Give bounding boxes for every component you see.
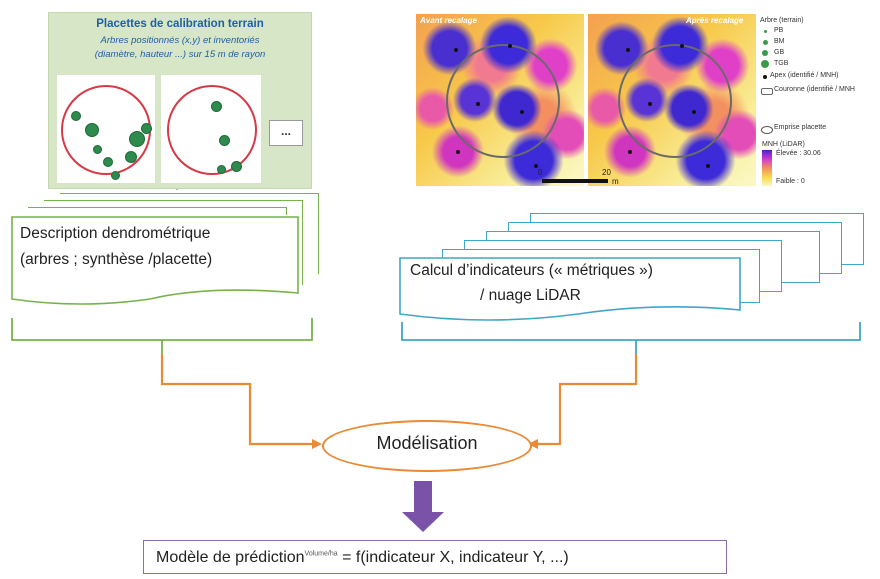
calibration-subtitle-line2: (diamètre, hauteur ...) sur 15 m de rayo…	[94, 49, 266, 60]
right-connector	[536, 354, 638, 446]
legend-footprint: Emprise placette	[774, 124, 827, 131]
prediction-prefix: Modèle de prédiction	[156, 549, 305, 566]
legend-low: Faible : 0	[776, 178, 805, 185]
legend-pb: PB	[774, 27, 784, 34]
prediction-equation: = f(indicateur X, indicateur Y, ...)	[337, 549, 569, 566]
calibration-panel: Placettes de calibration terrain Arbres …	[48, 12, 312, 189]
lidar-line2: / nuage LiDAR	[480, 287, 581, 304]
map-before-label: Avant recalage	[420, 16, 477, 25]
legend-apex: Apex (identifié / MNH)	[770, 72, 839, 79]
scale-bar	[542, 179, 608, 183]
legend-color-ramp	[762, 150, 772, 186]
scale-zero: 0	[538, 168, 543, 177]
legend-gb: GB	[774, 49, 785, 56]
legend-bm: BM	[774, 38, 785, 45]
lidar-bracket	[401, 322, 861, 341]
lidar-map-panel: Avant recalage Après recalage 0 20 m Arb…	[416, 14, 878, 188]
legend-high: Élevée : 30.06	[776, 150, 821, 157]
calibration-subtitle-line1: Arbres positionnés (x,y) et inventoriés	[100, 35, 260, 46]
lidar-sheet-front: Calcul d’indicateurs (« métriques ») / n…	[398, 256, 744, 324]
legend-tgb: TGB	[774, 60, 789, 67]
legend-title: Arbre (terrain)	[760, 17, 804, 24]
lidar-line1: Calcul d’indicateurs (« métriques »)	[410, 262, 653, 279]
left-arrowhead	[312, 439, 322, 449]
modelisation-label: Modélisation	[376, 433, 478, 453]
scale-twenty: 20	[602, 168, 611, 177]
legend-mnh: MNH (LiDAR)	[762, 141, 805, 148]
dendro-line1: Description dendrométrique	[20, 225, 211, 242]
dendro-bracket	[11, 318, 313, 341]
scale-unit: m	[612, 177, 619, 186]
map-before: Avant recalage	[416, 14, 584, 186]
down-arrow	[402, 481, 444, 532]
dendro-sheet-front: Description dendrométrique (arbres ; syn…	[10, 215, 300, 305]
left-connector	[160, 354, 314, 446]
calibration-title: Placettes de calibration terrain	[96, 18, 264, 30]
prediction-superscript: Volume/ha	[304, 550, 338, 558]
prediction-formula: Modèle de prédictionVolume/ha = f(indica…	[156, 549, 569, 567]
more-plots-indicator: ...	[269, 120, 303, 146]
plot-diagram-1	[57, 75, 155, 183]
map-after-label: Après recalage	[686, 16, 744, 25]
right-arrowhead	[528, 439, 538, 449]
prediction-box	[143, 540, 727, 574]
plot-diagram-2	[161, 75, 261, 183]
map-after: Après recalage	[588, 14, 756, 186]
legend-crown: Couronne (identifié / MNH	[774, 86, 855, 93]
dendro-line2: (arbres ; synthèse /placette)	[20, 251, 213, 268]
modelisation-ellipse	[322, 420, 532, 472]
